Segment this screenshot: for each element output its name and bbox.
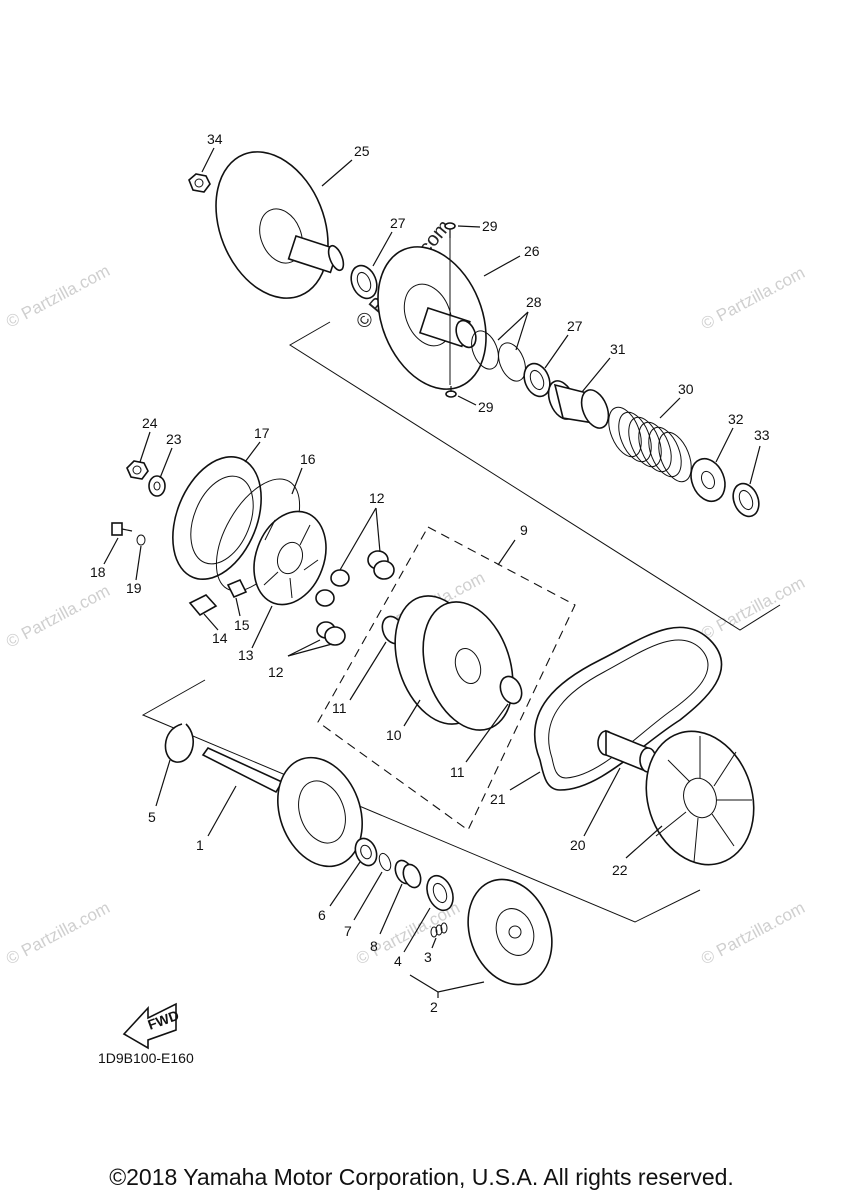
assembly-outlines [141, 321, 781, 923]
secondary-assembly-outline [289, 321, 781, 631]
slider-14 [188, 594, 218, 617]
callout-17: 17 [254, 425, 270, 441]
secondary-sliding-sheave-26 [377, 246, 487, 390]
callout-33: 33 [754, 427, 770, 443]
callout-26: 26 [524, 243, 540, 259]
weights-12 [315, 550, 395, 646]
diagram-code: 1D9B100-E160 [98, 1050, 194, 1066]
primary-sliding-sheave-10 [394, 595, 514, 731]
secondary-fixed-sheave-25 [215, 151, 345, 299]
callout-5: 5 [148, 809, 156, 825]
washer-23 [148, 475, 166, 497]
callout-numbers: 34 25 27 29 26 28 27 31 29 30 32 33 24 2… [90, 131, 770, 1015]
callout-30: 30 [678, 381, 694, 397]
primary-sheave-group-outline [317, 526, 576, 831]
callout-11: 11 [450, 764, 465, 780]
callout-28: 28 [526, 294, 542, 310]
callout-4: 4 [394, 953, 402, 969]
oil-seal-27a [350, 264, 378, 300]
callout-20: 20 [570, 837, 586, 853]
callout-22: 22 [612, 862, 628, 878]
callout-6: 6 [318, 907, 326, 923]
callout-14: 14 [212, 630, 228, 646]
bearing-6 [354, 837, 378, 867]
callout-13: 13 [238, 647, 254, 663]
callout-10: 10 [386, 727, 402, 743]
spring-seat-collar-31 [547, 380, 610, 429]
drive-parts: FWD [122, 626, 755, 1050]
nut-24 [126, 460, 149, 480]
spring-seat-32 [690, 457, 726, 503]
watermark-text: © Partzilla.com [3, 581, 113, 652]
callout-34: 34 [207, 131, 223, 147]
callout-1: 1 [196, 837, 204, 853]
collar-8 [394, 859, 422, 889]
callout-29: 29 [478, 399, 494, 415]
watermark-text: © Partzilla.com [698, 898, 808, 969]
nut-34 [188, 173, 211, 193]
o-rings-28 [471, 330, 526, 382]
callout-23: 23 [166, 431, 182, 447]
collar-11b [499, 675, 523, 705]
slider-15 [226, 578, 248, 599]
primary-cam-17 [172, 455, 262, 581]
callout-7: 7 [344, 923, 352, 939]
compression-spring-30 [608, 406, 692, 483]
watermark-text: © Partzilla.com [698, 573, 808, 644]
callout-9: 9 [520, 522, 528, 538]
bearing-4 [426, 874, 454, 912]
callout-32: 32 [728, 411, 744, 427]
circlip-7 [378, 852, 392, 872]
oil-seal-33 [732, 482, 760, 518]
watermark-text: © Partzilla.com [3, 898, 113, 969]
callout-12: 12 [268, 664, 284, 680]
washer-19 [136, 534, 146, 546]
callout-31: 31 [610, 341, 626, 357]
callout-19: 19 [126, 580, 142, 596]
guide-pin-29a [444, 222, 456, 238]
secondary-sheave-parts [188, 151, 760, 518]
watermark-text: © Partzilla.com [3, 261, 113, 332]
callout-12: 12 [369, 490, 385, 506]
clutch-carrier-2 [467, 878, 553, 986]
callout-29: 29 [482, 218, 498, 234]
leader-lines [103, 147, 761, 998]
callout-11: 11 [332, 700, 347, 716]
primary-sheave-parts [111, 455, 523, 731]
callout-27: 27 [567, 318, 583, 334]
callout-2: 2 [430, 999, 438, 1015]
circlip-5 [164, 723, 195, 763]
guide-pin-29b [445, 386, 457, 398]
clutch-housing-1 [201, 746, 363, 868]
callout-24: 24 [142, 415, 158, 431]
callout-8: 8 [370, 938, 378, 954]
v-belt-21 [534, 626, 723, 791]
primary-fixed-sheave-22 [645, 730, 755, 866]
spring-3 [430, 922, 448, 938]
callout-3: 3 [424, 949, 432, 965]
collar-20 [597, 729, 657, 774]
callout-16: 16 [300, 451, 316, 467]
cam-plate-13 [253, 510, 327, 606]
copyright-notice: ©2018 Yamaha Motor Corporation, U.S.A. A… [109, 1164, 734, 1190]
callout-21: 21 [490, 791, 506, 807]
oil-seal-27b [523, 362, 551, 398]
primary-assembly-outline [141, 679, 701, 923]
callout-25: 25 [354, 143, 370, 159]
callout-15: 15 [234, 617, 250, 633]
forward-arrow: FWD [122, 1002, 181, 1050]
callout-27: 27 [390, 215, 406, 231]
callout-18: 18 [90, 564, 106, 580]
watermark-text: © Partzilla.com [698, 263, 808, 334]
bolt-18 [111, 522, 133, 536]
